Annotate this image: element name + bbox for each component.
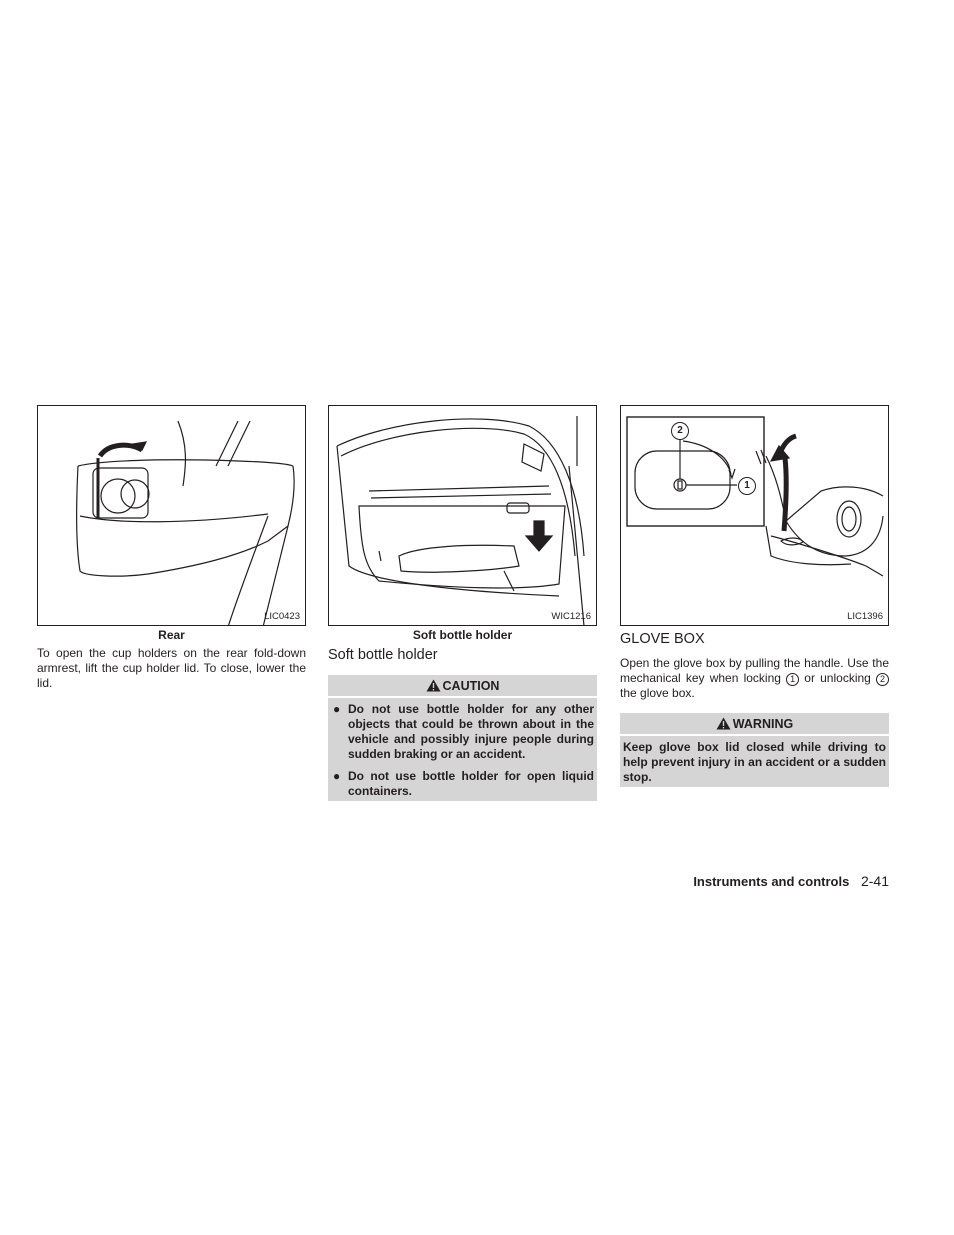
caution-item-text: Do not use bottle holder for any other o… xyxy=(348,702,594,761)
callout-2-icon: 2 xyxy=(876,673,890,686)
figure-soft-bottle-holder: WIC1216 xyxy=(328,405,597,626)
soft-bottle-holder-heading: Soft bottle holder xyxy=(328,647,438,663)
caution-item: ● Do not use bottle holder for open liqu… xyxy=(331,769,594,799)
page-footer: Instruments and controls 2-41 xyxy=(693,873,889,889)
figure-glove-box: 2 1 LIC1396 xyxy=(620,405,889,626)
warning-triangle-icon xyxy=(716,717,731,730)
figure-caption-rear: Rear xyxy=(158,628,185,642)
figure-code: WIC1216 xyxy=(551,611,591,622)
bullet-icon: ● xyxy=(333,702,341,716)
page-number: 2-41 xyxy=(860,873,889,889)
caution-box: CAUTION ● Do not use bottle holder for a… xyxy=(328,675,597,801)
rear-armrest-illustration xyxy=(76,420,295,625)
glove-box-paragraph: Open the glove box by pulling the handle… xyxy=(620,656,890,701)
door-panel-illustration xyxy=(336,416,585,625)
warning-text: Keep glove box lid closed while driving … xyxy=(623,740,886,784)
caution-item: ● Do not use bottle holder for any other… xyxy=(331,702,594,762)
warning-header: WARNING xyxy=(620,713,889,736)
caution-title: CAUTION xyxy=(442,678,500,693)
callout-1-icon: 1 xyxy=(738,477,756,495)
caution-body: ● Do not use bottle holder for any other… xyxy=(328,698,597,804)
caution-header: CAUTION xyxy=(328,675,597,698)
callout-1-icon: 1 xyxy=(786,673,800,686)
warning-title: WARNING xyxy=(732,716,794,731)
figure-code: LIC1396 xyxy=(847,611,883,622)
glove-box-text: the glove box. xyxy=(620,686,695,700)
bullet-icon: ● xyxy=(333,769,341,783)
glove-box-illustration xyxy=(626,416,884,577)
glove-box-text: or unlocking xyxy=(799,671,877,685)
glove-box-text: Open the glove box by pulling the handle… xyxy=(620,656,889,685)
warning-box: WARNING Keep glove box lid closed while … xyxy=(620,713,889,787)
figure-code: LIC0423 xyxy=(264,611,300,622)
rear-cup-holder-paragraph: To open the cup holders on the rear fold… xyxy=(37,646,306,690)
caution-item-text: Do not use bottle holder for open liquid… xyxy=(348,769,594,798)
footer-section: Instruments and controls xyxy=(693,874,850,889)
figure-caption-soft-bottle: Soft bottle holder xyxy=(412,628,513,642)
callout-2-icon: 2 xyxy=(671,422,689,440)
glove-box-heading: GLOVE BOX xyxy=(620,631,705,647)
warning-triangle-icon xyxy=(426,679,441,692)
figure-rear-cup-holder: LIC0423 xyxy=(37,405,306,626)
